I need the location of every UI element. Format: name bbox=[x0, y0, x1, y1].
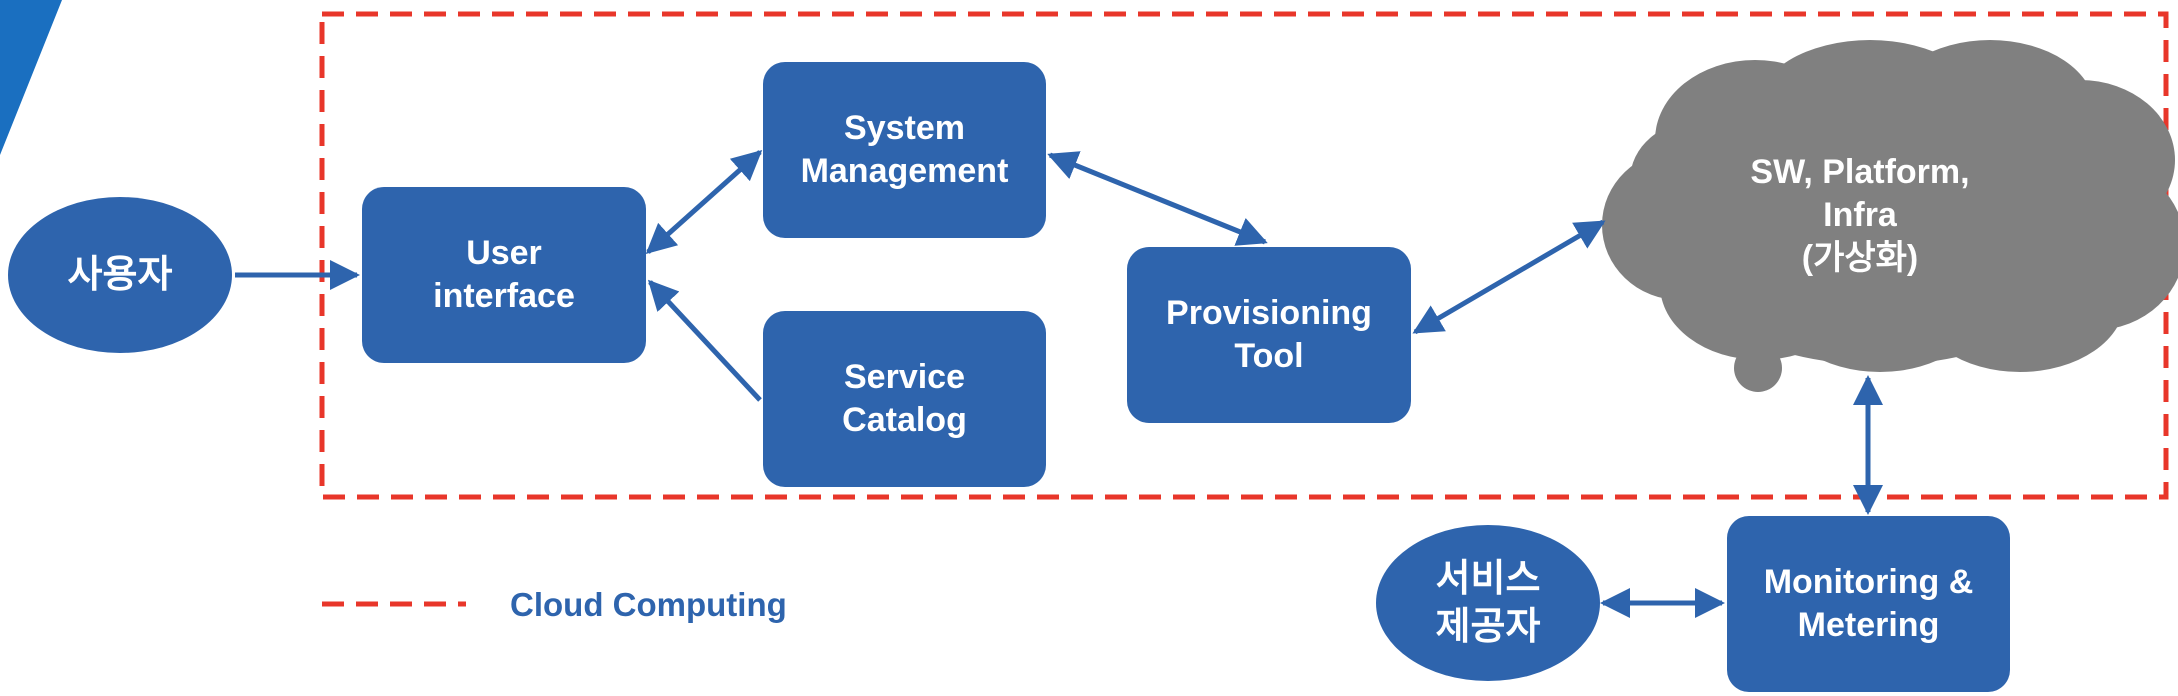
monitoring-metering-box bbox=[1727, 516, 2010, 692]
system-management-label: System Management bbox=[763, 62, 1046, 238]
user-interface-line-2: interface bbox=[433, 277, 575, 315]
cloud-shape bbox=[1602, 40, 2178, 392]
cloud-label: SW, Platform, Infra (가상화) bbox=[1660, 145, 2060, 285]
system-management-line-1: System bbox=[844, 109, 965, 147]
legend-label: Cloud Computing bbox=[510, 586, 787, 623]
provisioning-tool-line-2: Tool bbox=[1234, 337, 1304, 375]
arrow-ui-system-management bbox=[645, 150, 763, 254]
provisioning-tool-box bbox=[1127, 247, 1411, 423]
monitoring-metering-label: Monitoring & Metering bbox=[1727, 516, 2010, 692]
arrow-system-management-provisioning bbox=[1047, 151, 1268, 246]
cloud-line-3: (가상화) bbox=[1801, 238, 1919, 277]
arrow-provisioning-cloud bbox=[1412, 219, 1606, 335]
service-catalog-label: Service Catalog bbox=[763, 311, 1046, 487]
user-interface-label: User interface bbox=[362, 187, 646, 363]
corner-accent-shape bbox=[0, 0, 62, 155]
cloud-line-1: SW, Platform, bbox=[1750, 152, 1970, 191]
system-management-line-2: Management bbox=[800, 152, 1009, 190]
service-provider-line-1: 서비스 bbox=[1435, 558, 1541, 600]
cloud-line-2: Infra bbox=[1823, 195, 1897, 234]
user-node-label: 사용자 bbox=[8, 197, 232, 353]
arrow-catalog-to-ui bbox=[647, 279, 762, 402]
provisioning-tool-label: Provisioning Tool bbox=[1127, 247, 1411, 423]
service-catalog-line-1: Service bbox=[844, 358, 965, 396]
provisioning-tool-line-1: Provisioning bbox=[1166, 294, 1372, 332]
system-management-box bbox=[763, 62, 1046, 238]
monitoring-line-2: Metering bbox=[1797, 606, 1940, 644]
service-provider-shape bbox=[1376, 525, 1600, 681]
user-interface-line-1: User bbox=[466, 234, 542, 272]
service-provider-line-2: 제공자 bbox=[1435, 606, 1541, 648]
user-label-line-1: 사용자 bbox=[67, 254, 173, 296]
monitoring-line-1: Monitoring & bbox=[1763, 563, 1974, 601]
service-catalog-box bbox=[763, 311, 1046, 487]
user-node-shape bbox=[8, 197, 232, 353]
service-provider-label: 서비스 제공자 bbox=[1376, 525, 1600, 681]
user-interface-box bbox=[362, 187, 646, 363]
service-catalog-line-2: Catalog bbox=[842, 401, 967, 439]
